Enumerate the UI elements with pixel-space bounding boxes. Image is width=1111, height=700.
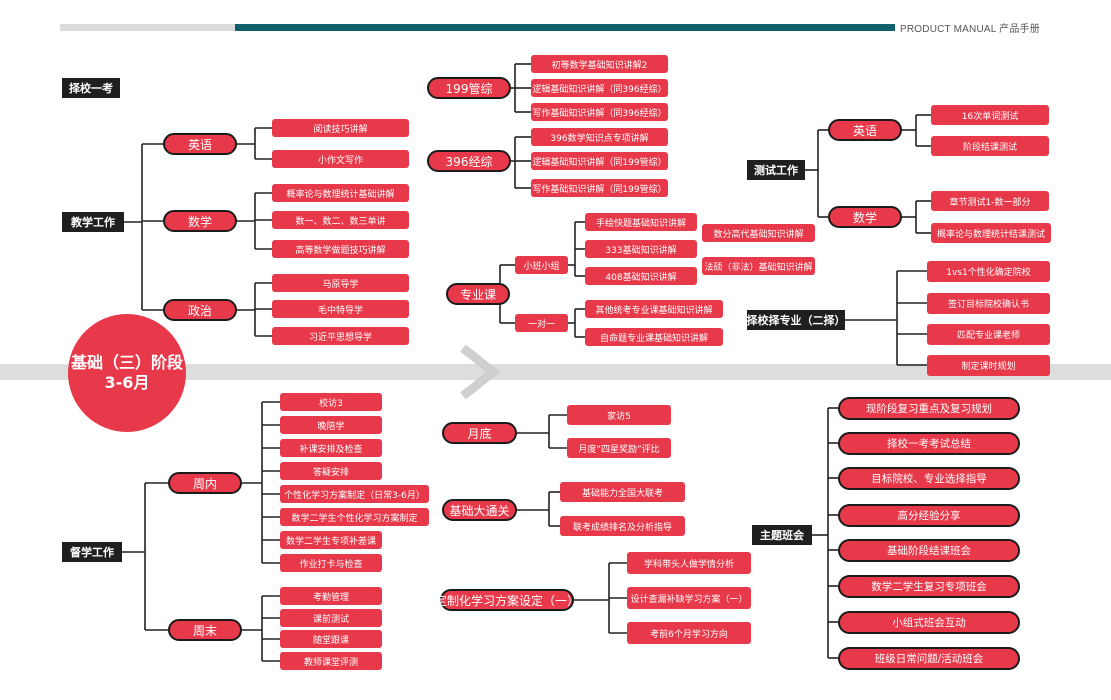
econ396-item: 写作基础知识讲解（同199管综）	[531, 179, 668, 197]
econ396-item: 逻辑基础知识讲解（同199管综）	[531, 152, 668, 170]
school-exam-label: 择校一考	[62, 78, 120, 98]
politics-item: 习近平思想导学	[272, 327, 409, 345]
small-group-item: 手绘快题基础知识讲解	[585, 213, 697, 231]
choose-school-item: 签订目标院校确认书	[927, 293, 1050, 314]
header-bar-teal	[235, 24, 895, 31]
month-end-node: 月底	[442, 422, 517, 444]
choose-school-item: 匹配专业课老师	[927, 324, 1050, 345]
teaching-work-node: 教学工作	[62, 212, 124, 232]
weekend-node: 周末	[168, 619, 242, 641]
weekday-item: 作业打卡与检查	[280, 554, 382, 572]
econ396-node: 396经综	[427, 150, 511, 172]
choose-school-item: 制定课时规划	[927, 355, 1050, 376]
english-node: 英语	[163, 133, 237, 155]
mgmt199-item: 逻辑基础知识讲解（同396经综）	[531, 79, 668, 97]
politics-node: 政治	[163, 299, 237, 321]
theme-meeting-item: 现阶段复习重点及复习规划	[838, 397, 1020, 420]
theme-meeting-item: 基础阶段结课班会	[838, 539, 1020, 562]
one-on-one-item: 其他统考专业课基础知识讲解	[585, 300, 723, 318]
header-bar-gray	[60, 24, 235, 31]
weekday-item: 答疑安排	[280, 462, 382, 480]
custom-plan-item: 学科带头人做学情分析	[627, 552, 751, 574]
math-item: 数一、数二、数三单讲	[272, 211, 409, 229]
small-group-item: 333基础知识讲解	[585, 240, 697, 258]
weekday-item: 校访3	[280, 393, 382, 411]
weekend-item: 教师课堂评测	[280, 652, 382, 670]
major-node: 专业课	[446, 283, 510, 305]
theme-meeting-item: 高分经验分享	[838, 504, 1020, 527]
weekday-item: 个性化学习方案制定（日常3-6月）	[280, 485, 429, 503]
month-end-item: 家访5	[567, 405, 671, 425]
stage-circle: 基础（三）阶段 3-6月	[68, 314, 186, 432]
theme-meeting-item: 小组式班会互动	[838, 611, 1020, 634]
econ396-item: 396数学知识点专项讲解	[531, 128, 668, 146]
theme-meeting-node: 主题班会	[752, 525, 812, 545]
weekend-item: 随堂跟课	[280, 630, 382, 648]
choose-school-item: 1vs1个性化确定院校	[927, 261, 1050, 282]
small-group-extra: 法硕（非法）基础知识讲解	[702, 257, 815, 275]
test-math-item: 概率论与数理统计结课测试	[931, 223, 1051, 243]
test-english-item: 阶段结课测试	[931, 136, 1049, 156]
joint-exam-node: 基础大通关	[442, 499, 517, 521]
supervise-node: 督学工作	[62, 542, 122, 562]
weekend-item: 考勤管理	[280, 587, 382, 605]
math-item: 高等数学做题技巧讲解	[272, 240, 409, 258]
test-english-item: 16次单词测试	[931, 105, 1049, 125]
testing-work-node: 测试工作	[747, 160, 805, 180]
theme-meeting-item: 择校一考考试总结	[838, 432, 1020, 455]
politics-item: 毛中特导学	[272, 300, 409, 318]
stage-title: 基础（三）阶段	[70, 353, 183, 372]
weekday-item: 数学二学生个性化学习方案制定	[280, 508, 429, 526]
weekday-item: 晚陪学	[280, 416, 382, 434]
brand-title: PRODUCT MANUAL 产品手册	[900, 24, 1040, 35]
small-group-extra: 数分高代基础知识讲解	[702, 224, 815, 242]
small-group-item: 408基础知识讲解	[585, 267, 697, 285]
mgmt199-item: 初等数学基础知识讲解2	[531, 55, 668, 73]
custom-plan-node: 定制化学习方案设定（一）	[435, 589, 579, 611]
weekday-item: 补课安排及检查	[280, 439, 382, 457]
small-group-node: 小班小组	[515, 256, 568, 274]
politics-item: 马原导学	[272, 274, 409, 292]
theme-meeting-item: 班级日常问题/活动班会	[838, 647, 1020, 670]
one-on-one-item: 自命题专业课基础知识讲解	[585, 328, 723, 346]
math-item: 概率论与数理统计基础讲解	[272, 184, 409, 202]
test-english-node: 英语	[828, 119, 902, 141]
english-item: 阅读技巧讲解	[272, 119, 409, 137]
one-on-one-node: 一对一	[515, 314, 568, 332]
theme-meeting-item: 目标院校、专业选择指导	[838, 467, 1020, 490]
math-node: 数学	[163, 210, 237, 232]
test-math-node: 数学	[828, 206, 902, 228]
joint-exam-item: 基础能力全国大联考	[560, 482, 685, 502]
stage-months: 3-6月	[104, 373, 150, 392]
joint-exam-item: 联考成绩排名及分析指导	[560, 516, 685, 536]
divider-band	[0, 364, 1111, 380]
weekday-node: 周内	[168, 472, 242, 494]
weekend-item: 课前测试	[280, 609, 382, 627]
weekday-item: 数学二学生专项补差课	[280, 531, 382, 549]
theme-meeting-item: 数学二学生复习专项班会	[838, 575, 1020, 598]
mgmt199-item: 写作基础知识讲解（同396经综）	[531, 103, 668, 121]
month-end-item: 月度“四星奖励”评比	[567, 438, 671, 458]
chevron-right-icon	[460, 344, 501, 400]
test-math-item: 章节测试1-数一部分	[931, 191, 1049, 211]
custom-plan-item: 设计查漏补缺学习方案（一）	[627, 587, 751, 609]
choose-school-node: 择校择专业（二择）	[747, 310, 846, 330]
english-item: 小作文写作	[272, 150, 409, 168]
mgmt199-node: 199管综	[427, 77, 511, 99]
custom-plan-item: 考前6个月学习方向	[627, 622, 751, 644]
